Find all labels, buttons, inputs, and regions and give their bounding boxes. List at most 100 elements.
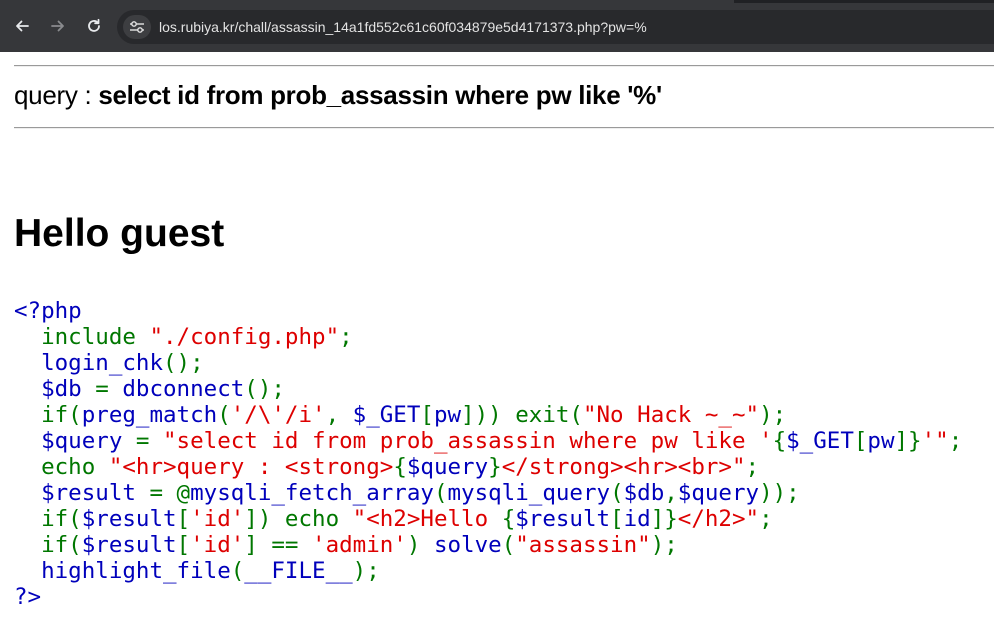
code-token-default: $db (623, 480, 665, 506)
horizontal-rule-top (14, 65, 994, 67)
code-line: ?> (14, 584, 962, 610)
code-token-default: <?php (14, 298, 82, 324)
query-label: query : (14, 80, 99, 110)
url-text[interactable]: los.rubiya.kr/chall/assassin_14a1fd552c6… (159, 19, 647, 35)
code-token-default: $query (406, 454, 489, 480)
code-token-default: pw (867, 428, 895, 454)
query-display: query : select id from prob_assassin whe… (14, 78, 662, 112)
code-token-keyword: ]} (894, 428, 922, 454)
code-token-keyword: ) (406, 532, 434, 558)
code-line: if(preg_match('/\'/i', $_GET[pw])) exit(… (14, 402, 962, 428)
code-token-string: 'id' (190, 506, 245, 532)
code-token-keyword: { (393, 454, 407, 480)
code-line: login_chk(); (14, 350, 962, 376)
address-bar[interactable]: los.rubiya.kr/chall/assassin_14a1fd552c6… (117, 10, 994, 44)
code-token-default: $_GET (786, 428, 854, 454)
horizontal-rule-bottom (14, 127, 994, 129)
greeting-heading: Hello guest (14, 212, 225, 255)
code-token-string: 'id' (190, 532, 245, 558)
code-line: highlight_file(__FILE__); (14, 558, 962, 584)
code-token-keyword: ); (759, 402, 787, 428)
code-line: echo "<hr>query : <strong>{$query}</stro… (14, 454, 962, 480)
code-token-keyword: ( (217, 402, 231, 428)
code-line: if($result['id']) echo "<h2>Hello {$resu… (14, 506, 962, 532)
code-token-default: id (623, 506, 651, 532)
code-token-keyword: echo (14, 454, 109, 480)
code-token-keyword: ; (745, 454, 760, 480)
code-token-string: "<hr>query : <strong> (108, 454, 394, 480)
code-token-keyword: ; (759, 506, 773, 532)
code-token-string: "No Hack ~_~" (582, 402, 760, 428)
back-arrow-icon[interactable] (7, 11, 37, 41)
code-token-keyword: , (664, 480, 678, 506)
code-token-keyword: ( (230, 558, 245, 584)
code-token-default: pw (433, 402, 462, 428)
code-token-string: "<h2>Hello (352, 506, 502, 532)
code-token-keyword: (); (244, 376, 285, 402)
code-token-string: "assassin" (515, 532, 651, 558)
code-token-keyword: ] == (244, 532, 313, 558)
code-line: $db = dbconnect(); (14, 376, 962, 402)
code-token-keyword: ; (339, 324, 353, 350)
code-token-default: ?> (14, 584, 42, 610)
code-line: <?php (14, 298, 962, 324)
code-token-default: $db (14, 376, 96, 402)
code-token-keyword: ( (501, 532, 516, 558)
code-token-keyword: } (488, 454, 502, 480)
tab-strip-edge (734, 0, 994, 3)
code-token-string: "./config.php" (149, 324, 340, 350)
code-token-default: $query (14, 428, 136, 454)
code-token-default: $result (14, 480, 150, 506)
code-token-keyword: ); (352, 558, 380, 584)
code-token-keyword: = (95, 376, 123, 402)
code-token-default: dbconnect (122, 376, 245, 402)
code-token-default: $result (515, 506, 611, 532)
code-token-default: mysqli_query (447, 480, 611, 506)
code-token-keyword: ( (610, 480, 624, 506)
code-token-keyword: = @ (149, 480, 191, 506)
code-token-default: $query (677, 480, 760, 506)
tune-settings-icon[interactable] (123, 15, 151, 39)
code-token-default: $_GET (352, 402, 421, 428)
code-token-keyword: ]} (650, 506, 678, 532)
reload-icon[interactable] (79, 11, 109, 41)
code-token-string: </strong><hr><br>" (501, 454, 746, 480)
code-token-keyword: if( (14, 532, 82, 558)
code-token-keyword: )); (759, 480, 800, 506)
code-token-keyword: if( (14, 402, 82, 428)
code-token-keyword: ; (948, 428, 963, 454)
code-token-keyword: { (501, 506, 516, 532)
code-token-string: </h2>" (677, 506, 760, 532)
code-token-default: preg_match (81, 402, 218, 428)
code-token-keyword: ])) exit( (461, 402, 583, 428)
forward-arrow-icon[interactable] (43, 11, 73, 41)
code-token-default: $result (81, 506, 177, 532)
code-token-string: 'admin' (312, 532, 407, 558)
code-token-keyword: if( (14, 506, 82, 532)
code-token-keyword: , (325, 402, 353, 428)
code-token-string: '" (921, 428, 949, 454)
code-line: if($result['id'] == 'admin') solve("assa… (14, 532, 962, 558)
code-token-default: __FILE__ (244, 558, 353, 584)
code-token-keyword: (); (163, 350, 204, 376)
code-token-string: '/\'/i' (230, 402, 326, 428)
query-text: select id from prob_assassin where pw li… (98, 80, 662, 110)
code-token-default: mysqli_fetch_array (190, 480, 434, 506)
code-token-keyword: = (135, 428, 164, 454)
code-token-keyword: ]) echo (244, 506, 353, 532)
code-line: $query = "select id from prob_assassin w… (14, 428, 962, 454)
php-source-code: <?php include "./config.php"; login_chk(… (14, 298, 962, 610)
code-line: include "./config.php"; (14, 324, 962, 350)
code-token-keyword: ); (650, 532, 678, 558)
code-token-default: login_chk (14, 350, 164, 376)
code-token-keyword: [ (420, 402, 434, 428)
code-token-default: solve (433, 532, 502, 558)
code-token-keyword: [ (853, 428, 868, 454)
code-token-keyword: { (772, 428, 787, 454)
code-line: $result = @mysqli_fetch_array(mysqli_que… (14, 480, 962, 506)
code-token-keyword: ( (433, 480, 448, 506)
code-token-default: highlight_file (14, 558, 231, 584)
code-token-keyword: [ (176, 532, 191, 558)
code-token-keyword: [ (610, 506, 624, 532)
code-token-keyword: [ (176, 506, 191, 532)
